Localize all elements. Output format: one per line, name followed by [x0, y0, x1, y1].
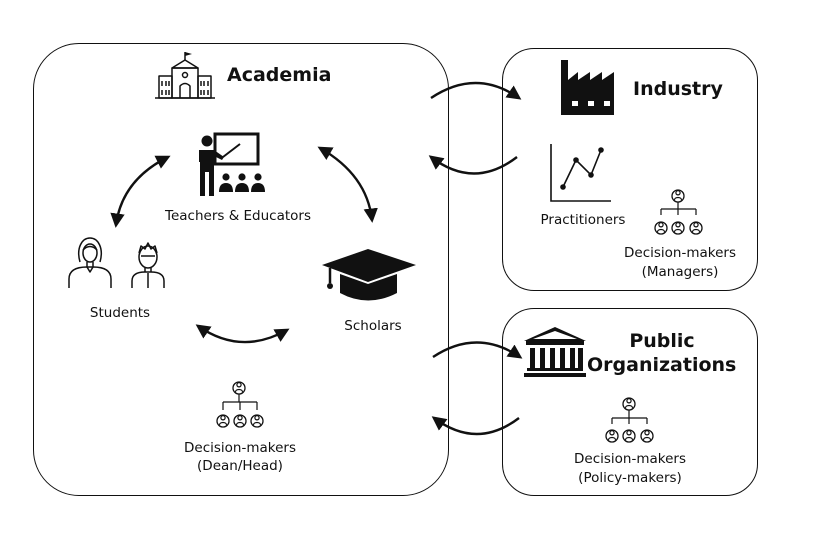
line-chart-icon — [550, 144, 611, 202]
practitioners-label: Practitioners — [540, 212, 626, 228]
graduation-cap-icon — [322, 249, 416, 301]
industry-title: Industry — [633, 78, 723, 100]
org-chart-icon — [606, 398, 653, 442]
students-label: Students — [89, 305, 151, 321]
scholars-label: Scholars — [344, 318, 402, 334]
academia-box — [33, 43, 449, 496]
teachers-label: Teachers & Educators — [165, 208, 311, 224]
public-decision-makers-label: Decision-makers — [574, 451, 686, 467]
government-building-icon — [524, 327, 586, 377]
factory-icon — [561, 60, 614, 115]
public-to-academia-arrow — [431, 416, 520, 436]
public-title-line1: Public — [629, 330, 695, 352]
female-student-icon — [68, 237, 112, 288]
teachers-scholars-arrow — [317, 146, 378, 223]
public-title-line2: Organizations — [587, 354, 737, 376]
academia-to-public-arrow — [432, 341, 523, 359]
org-chart-icon — [217, 382, 263, 427]
male-student-icon — [131, 242, 165, 288]
school-building-icon — [155, 52, 215, 99]
industry-decision-makers-sub: (Managers) — [641, 264, 719, 280]
academia-to-industry-arrow — [430, 81, 522, 100]
industry-to-academia-arrow — [428, 155, 518, 175]
public-organizations-box — [502, 308, 758, 496]
academia-decision-makers-sub: (Dean/Head) — [197, 458, 283, 474]
students-scholars-arrow — [195, 324, 290, 344]
academia-decision-makers-label: Decision-makers — [184, 440, 296, 456]
academia-title: Academia — [227, 64, 332, 86]
teacher-classroom-icon — [199, 132, 265, 196]
industry-box — [502, 48, 758, 291]
industry-decision-makers-label: Decision-makers — [624, 245, 736, 261]
teachers-students-arrow — [110, 155, 171, 228]
public-decision-makers-sub: (Policy-makers) — [578, 470, 682, 486]
org-chart-icon — [655, 190, 702, 234]
